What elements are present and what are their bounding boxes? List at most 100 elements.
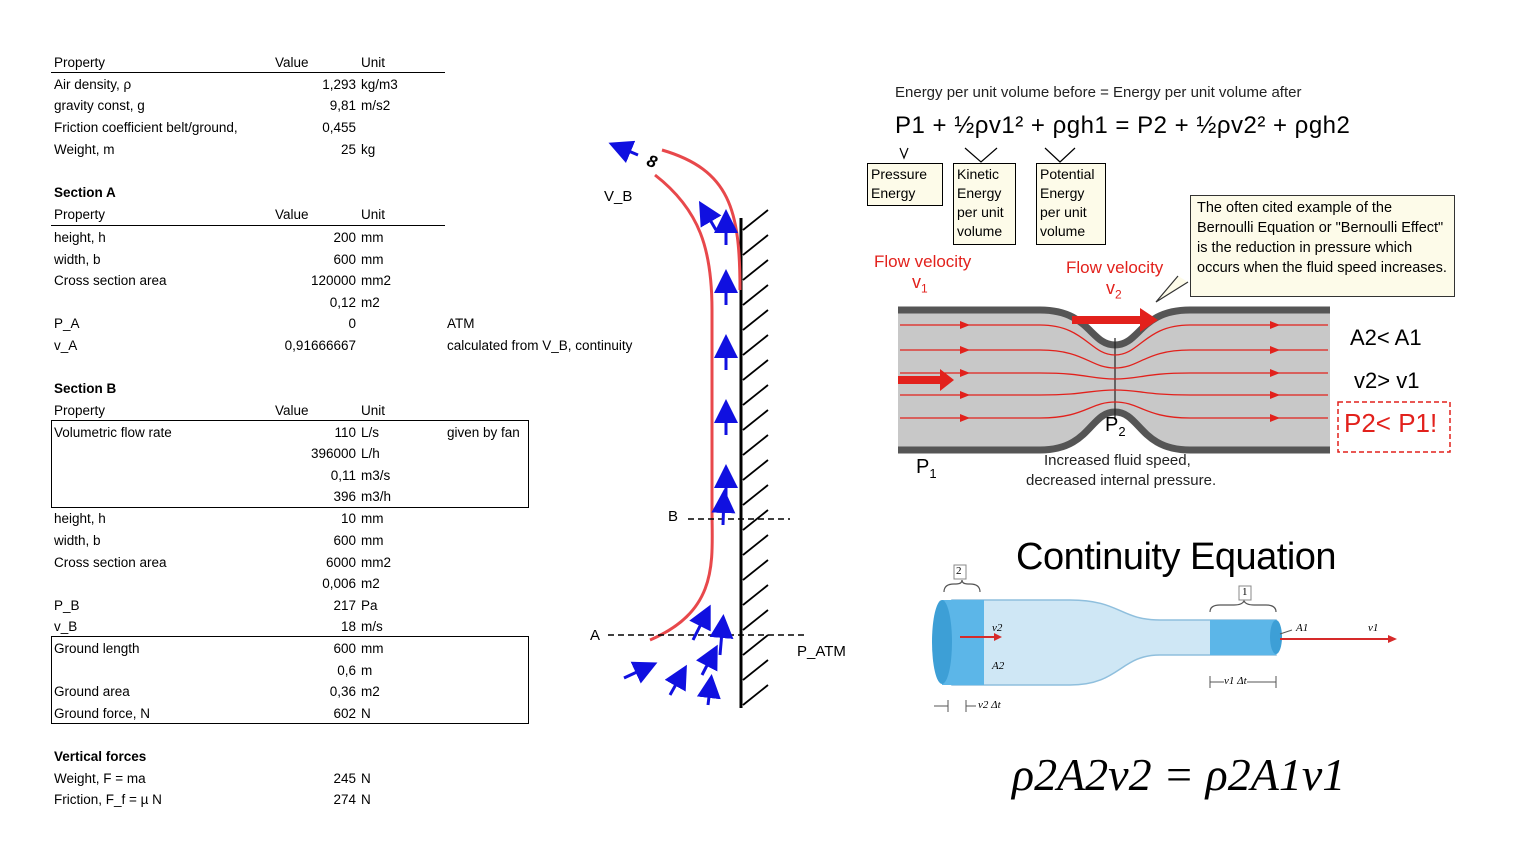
label-v1: v1 — [1368, 622, 1379, 634]
inner-streamline — [649, 173, 714, 642]
section-title: Vertical forces — [54, 749, 147, 764]
cell-unit: m2 — [361, 576, 380, 591]
table-row: Ground length 600 mm — [0, 639, 680, 660]
table-row: P_B 217 Pa — [0, 596, 680, 617]
table-row: Friction, F_f = µ N 274 N — [0, 790, 680, 811]
cell-unit: m2 — [361, 684, 380, 699]
spreadsheet: Property Value Unit Air density, ρ 1,293… — [0, 0, 680, 864]
header-underline — [51, 225, 445, 226]
cell-property: Ground area — [54, 684, 130, 699]
header-property: Property — [54, 207, 106, 222]
pressure-highlight-box — [1337, 401, 1451, 453]
table-row: Weight, m 25 kg — [0, 140, 680, 161]
table-row: width, b 600 mm — [0, 250, 680, 271]
header-property: Property — [54, 55, 106, 70]
continuity-figure: Continuity Equation 2 1 v2 A2 A1 v1 v1 Δ… — [920, 530, 1420, 830]
cell-property: v_A — [54, 338, 78, 353]
cell-value: 602 — [333, 706, 356, 721]
cell-value: 396 — [333, 489, 356, 504]
wall-flow-diagram: V_B B A P_ATM 8 — [580, 130, 880, 730]
table-row: P_A 0 ATM — [0, 314, 680, 335]
cell-value: 396000 — [310, 446, 356, 461]
cell-value: 600 — [333, 641, 356, 656]
cell-unit: m2 — [361, 295, 380, 310]
table-row: 0,6 m — [0, 661, 680, 682]
cell-unit: N — [361, 706, 371, 721]
cell-value: 217 — [333, 598, 356, 613]
header-row: Property Value Unit — [0, 53, 680, 74]
table-row: Cross section area 120000 mm2 — [0, 271, 680, 292]
label-vb: V_B — [604, 188, 633, 205]
caption-line-2: decreased internal pressure. — [1026, 472, 1217, 489]
cell-unit: m3/s — [361, 468, 391, 483]
label-patm: P_ATM — [797, 643, 846, 660]
table-row: Volumetric flow rate 110 L/s given by fa… — [0, 423, 680, 444]
tag-kinetic-energy: Kinetic Energy per unit volume — [953, 163, 1016, 245]
cell-value: 120000 — [310, 273, 356, 288]
header-underline — [51, 72, 445, 73]
section-title: Section B — [54, 381, 117, 396]
header-value: Value — [275, 55, 309, 70]
header-unit: Unit — [361, 207, 386, 222]
cell-value: 200 — [333, 230, 356, 245]
cell-value: 0,12 — [329, 295, 356, 310]
table-row: width, b 600 mm — [0, 531, 680, 552]
pressure-relation: P2< P1! — [1344, 408, 1438, 438]
cell-value: 25 — [340, 142, 356, 157]
cell-note: calculated from V_B, continuity — [447, 338, 633, 353]
wall-hatching — [742, 209, 769, 706]
cell-value: 0,6 — [337, 663, 356, 678]
cell-unit: N — [361, 771, 371, 786]
cell-property: P_B — [54, 598, 80, 613]
table-row: Air density, ρ 1,293 kg/m3 — [0, 75, 680, 96]
cell-unit: m/s2 — [361, 98, 391, 113]
bernoulli-svg — [898, 147, 1451, 454]
cell-property: width, b — [54, 252, 101, 267]
table-row: v_A 0,91666667 calculated from V_B, cont… — [0, 336, 680, 357]
section-title: Section A — [54, 185, 116, 200]
header-row: Property Value Unit — [0, 205, 680, 226]
cell-value: 600 — [333, 252, 356, 267]
cell-value: 9,81 — [329, 98, 356, 113]
header-unit: Unit — [361, 403, 386, 418]
cell-property: P_A — [54, 316, 80, 331]
cell-value: 110 — [334, 425, 356, 440]
table-row: Friction coefficient belt/ground, 0,455 — [0, 118, 680, 139]
bernoulli-equation: P1 + ½ρv1² + ρgh1 = P2 + ½ρv2² + ρgh2 — [895, 112, 1351, 139]
cell-unit: mm — [361, 641, 384, 656]
header-unit: Unit — [361, 55, 386, 70]
cell-unit: kg — [361, 142, 376, 157]
cell-property: Ground force, N — [54, 706, 151, 721]
outer-streamline — [661, 148, 742, 291]
cell-unit: mm — [361, 533, 384, 548]
cell-property: v_B — [54, 619, 78, 634]
bernoulli-callout: The often cited example of the Bernoulli… — [1190, 195, 1455, 297]
cell-note: given by fan — [447, 425, 520, 440]
section-1-slice — [1210, 620, 1276, 655]
header-property: Property — [54, 403, 106, 418]
cell-value: 0,36 — [329, 684, 356, 699]
table-row: v_B 18 m/s — [0, 617, 680, 638]
cell-value: 1,293 — [322, 77, 356, 92]
cell-property: width, b — [54, 533, 101, 548]
table-row: Ground area 0,36 m2 — [0, 682, 680, 703]
arrow-in-icon — [709, 614, 734, 656]
table-row: Ground force, N 602 N — [0, 704, 680, 725]
cell-value: 274 — [333, 792, 356, 807]
cell-value: 6000 — [325, 555, 356, 570]
table-row: 0,12 m2 — [0, 293, 680, 314]
arrow-right-icon — [1072, 308, 1158, 332]
velocity-relation: v2> v1 — [1354, 368, 1420, 393]
cell-unit: mm2 — [361, 273, 391, 288]
cell-unit: m — [361, 663, 373, 678]
box-2-label: 2 — [956, 565, 962, 577]
cell-unit: m3/h — [361, 489, 392, 504]
flow-arrows — [608, 140, 738, 706]
bernoulli-figure: Energy per unit volume before = Energy p… — [860, 70, 1480, 500]
cell-property: Volumetric flow rate — [54, 425, 172, 440]
cell-property: Air density, ρ — [54, 77, 132, 92]
arrow-out-icon — [608, 140, 639, 163]
cell-unit: Pa — [361, 598, 378, 613]
header-row: Property Value Unit — [0, 401, 680, 422]
cell-note: ATM — [447, 316, 475, 331]
